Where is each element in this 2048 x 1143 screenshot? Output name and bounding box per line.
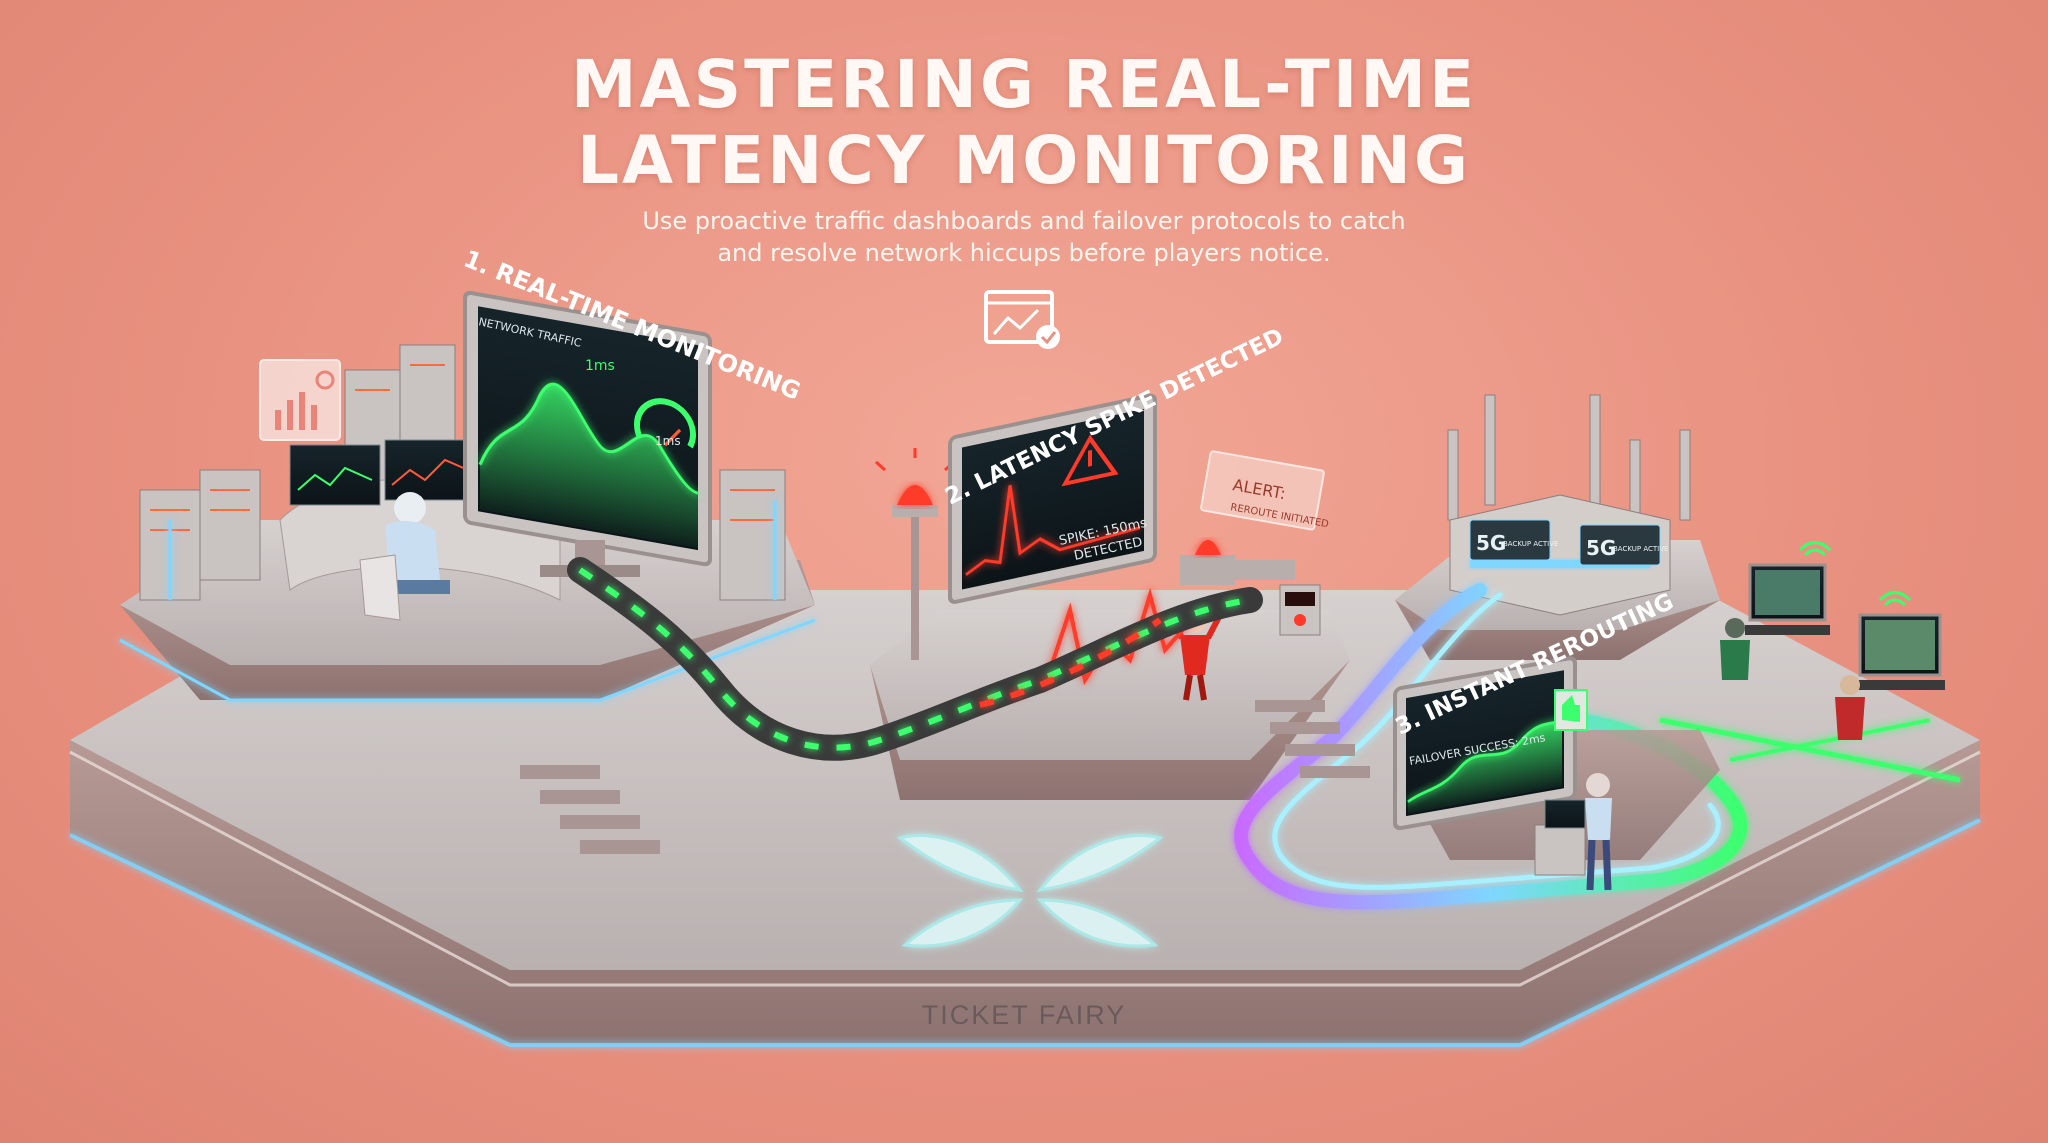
monitor-failover (1393, 656, 1577, 831)
gamer-station-1 (1720, 541, 1832, 680)
hologram-dashboard (259, 359, 341, 441)
page-title-line1: MASTERING REAL-TIME (570, 46, 1478, 123)
base-neon-edge (69, 818, 1981, 1047)
subtitle-line2: and resolve network hiccups before playe… (717, 239, 1331, 267)
router-5g (1447, 394, 1691, 616)
brand-name: TICKET FAIRY (921, 1000, 1127, 1030)
ticket-fairy-logo (896, 834, 1164, 948)
router-badge2-sub: BACKUP ACTIVE (1613, 545, 1668, 553)
server-racks-left (139, 344, 786, 601)
engineer-figure (1534, 773, 1612, 891)
alert-panel (1200, 450, 1325, 531)
monitor1-reading: 1ms (585, 358, 615, 374)
operator-figure (359, 492, 450, 621)
network-cable (567, 557, 1263, 761)
siren-light (875, 448, 955, 660)
alert-siren-small (1180, 540, 1321, 636)
gamer-station-2 (1835, 591, 1945, 740)
chart-check-icon (984, 290, 1060, 349)
monitor1-gauge-reading: 1ms (655, 434, 681, 448)
base-top-edge (69, 750, 1981, 987)
router-badge2-main: 5G (1586, 536, 1616, 560)
subtitle-line1: Use proactive traffic dashboards and fai… (642, 207, 1406, 235)
monitor-latency-spike (948, 393, 1157, 604)
page-title-line2: LATENCY MONITORING (576, 122, 1472, 199)
stairs-right (1255, 700, 1370, 778)
router-badge-1 (1469, 519, 1551, 561)
router-badge1-main: 5G (1476, 531, 1506, 555)
thumbs-up-icon (1554, 689, 1588, 731)
spike-platform (870, 610, 1350, 800)
router-badge-2 (1579, 524, 1661, 566)
router-badge1-sub: BACKUP ACTIVE (1503, 540, 1558, 548)
stairs-left (520, 765, 660, 854)
monitor-network-traffic (463, 290, 712, 567)
